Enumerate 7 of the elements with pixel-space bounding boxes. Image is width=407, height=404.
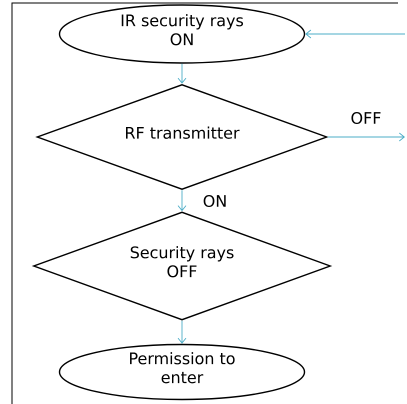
edge-label: ON: [202, 194, 228, 208]
arrow: [178, 63, 186, 84]
arrow: [178, 320, 186, 344]
edge-label: OFF: [350, 110, 382, 126]
arrow: [327, 132, 405, 142]
arrow: [178, 190, 186, 212]
arrow: [305, 30, 406, 38]
